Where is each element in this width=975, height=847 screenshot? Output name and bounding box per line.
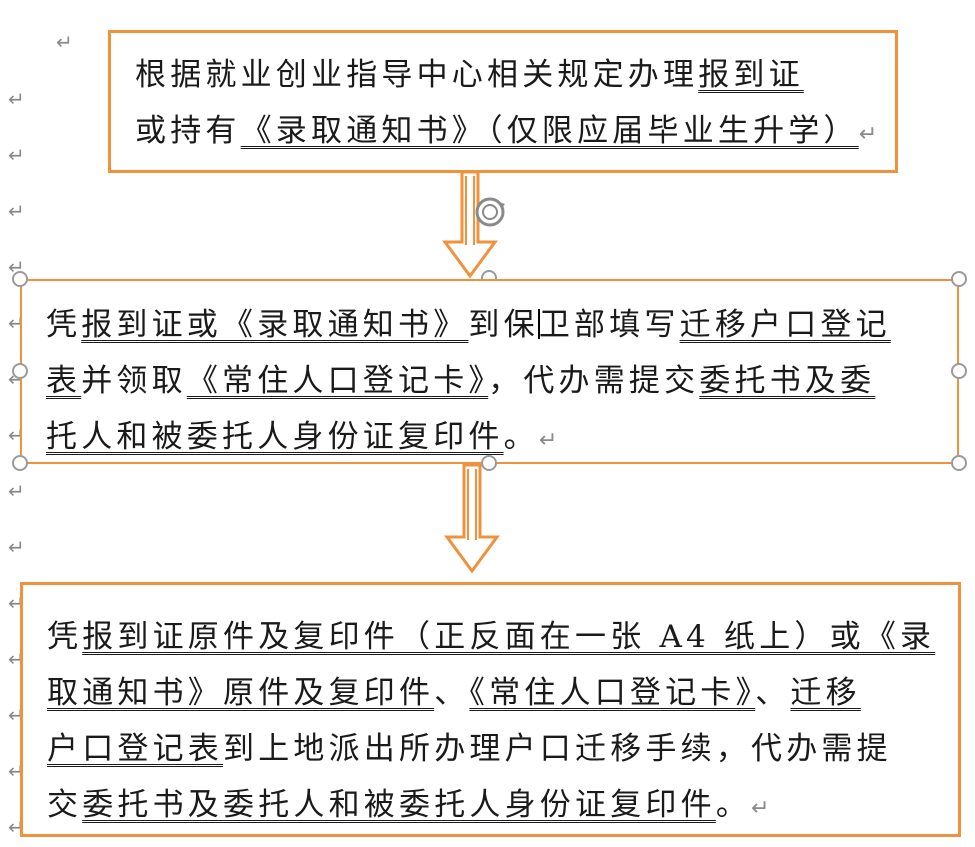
underlined-text: 迁移: [790, 675, 861, 711]
down-arrow-icon[interactable]: [442, 463, 502, 575]
box-3-line-3: 户口登记表到上地派出所办理户口迁移手续，代办需提: [47, 721, 935, 777]
box-1-text: 根据就业创业指导中心相关规定办理报到证 或持有《录取通知书》（仅限应届毕业生升学…: [135, 47, 877, 163]
text-run: 卫部填写: [538, 307, 680, 343]
box-2-line-3: 托人和被委托人身份证复印件。↵: [46, 409, 891, 469]
resize-handle-icon[interactable]: [951, 363, 967, 379]
underlined-text: 表: [46, 363, 82, 399]
underlined-text: 迁移户口登记: [679, 307, 891, 343]
text-run: 或持有: [135, 113, 241, 149]
resize-handle-icon[interactable]: [951, 455, 967, 471]
underlined-text: 报到证原件及复印件（正反面在一张 A4 纸上）或《录: [82, 619, 936, 655]
paragraph-mark-icon: ↵: [8, 479, 25, 503]
box-1-line-2: 或持有《录取通知书》（仅限应届毕业生升学）↵: [135, 103, 877, 163]
resize-handle-icon[interactable]: [12, 455, 28, 471]
box-1-line-1: 根据就业创业指导中心相关规定办理报到证: [135, 47, 877, 103]
resize-handle-icon[interactable]: [951, 271, 967, 287]
resize-handle-icon[interactable]: [12, 363, 28, 379]
underlined-text: 委托书及委: [699, 363, 876, 399]
underlined-text: 《常住人口登记卡》: [186, 363, 489, 399]
underlined-text: 《录取通知书》（仅限应届毕业生升学）: [240, 113, 859, 149]
underlined-text: 委托书及委托人和被委托人身份证复印件: [82, 787, 716, 823]
text-cursor: [537, 309, 540, 339]
text-run: 凭: [46, 307, 82, 343]
box-3-line-4: 交委托书及委托人和被委托人身份证复印件。↵: [47, 777, 935, 837]
underlined-text: 取通知书》原件及复印件: [47, 675, 435, 711]
text-run: 凭: [47, 619, 83, 655]
paragraph-mark-icon: ↵: [538, 428, 558, 453]
paragraph-mark-icon: ↵: [8, 535, 25, 559]
flow-step-box-1[interactable]: 根据就业创业指导中心相关规定办理报到证 或持有《录取通知书》（仅限应届毕业生升学…: [108, 30, 898, 173]
text-run: 、: [755, 675, 791, 711]
box-3-line-1: 凭报到证原件及复印件（正反面在一张 A4 纸上）或《录: [47, 609, 935, 665]
text-run: ，代办需提交: [488, 363, 700, 399]
text-run: 。: [715, 787, 752, 823]
resize-handle-icon[interactable]: [12, 271, 28, 287]
underlined-text: 《常住人口登记卡》: [469, 675, 756, 711]
paragraph-mark-icon: ↵: [858, 122, 878, 147]
box-2-line-2: 表并领取《常住人口登记卡》，代办需提交委托书及委: [46, 353, 891, 409]
underlined-text: 托人和被委托人身份证复印件: [46, 419, 504, 455]
underlined-text: 报到证或《录取通知书》: [81, 307, 469, 343]
flow-step-box-2[interactable]: 凭报到证或《录取通知书》到保卫部填写迁移户口登记 表并领取《常住人口登记卡》，代…: [20, 279, 959, 464]
down-arrow-icon[interactable]: [440, 170, 500, 280]
underlined-text: 报到证: [698, 57, 804, 93]
text-run: 并领取: [81, 363, 187, 399]
box-3-line-2: 取通知书》原件及复印件、《常住人口登记卡》、迁移: [47, 665, 935, 721]
rotate-handle-icon[interactable]: [470, 192, 510, 232]
flow-step-box-3[interactable]: 凭报到证原件及复印件（正反面在一张 A4 纸上）或《录 取通知书》原件及复印件、…: [20, 582, 961, 837]
paragraph-mark-icon: ↵: [8, 143, 25, 167]
text-run: 交: [47, 787, 83, 823]
paragraph-mark-icon: ↵: [751, 796, 770, 821]
paragraph-mark-icon: ↵: [56, 30, 73, 54]
box-2-text: 凭报到证或《录取通知书》到保卫部填写迁移户口登记 表并领取《常住人口登记卡》，代…: [46, 297, 891, 469]
text-run: 到上地派出所办理户口迁移手续，代办需提: [223, 731, 892, 767]
resize-handle-icon[interactable]: [481, 455, 497, 471]
text-run: 、: [434, 675, 470, 711]
paragraph-mark-icon: ↵: [8, 87, 25, 111]
box-2-line-1: 凭报到证或《录取通知书》到保卫部填写迁移户口登记: [46, 297, 891, 353]
text-run: 根据就业创业指导中心相关规定办理: [135, 57, 699, 93]
text-run: 。: [503, 419, 539, 455]
underlined-text: 户口登记表: [47, 731, 223, 767]
box-3-text: 凭报到证原件及复印件（正反面在一张 A4 纸上）或《录 取通知书》原件及复印件、…: [47, 609, 935, 837]
text-run: 到保: [468, 307, 539, 343]
paragraph-mark-icon: ↵: [8, 199, 25, 223]
